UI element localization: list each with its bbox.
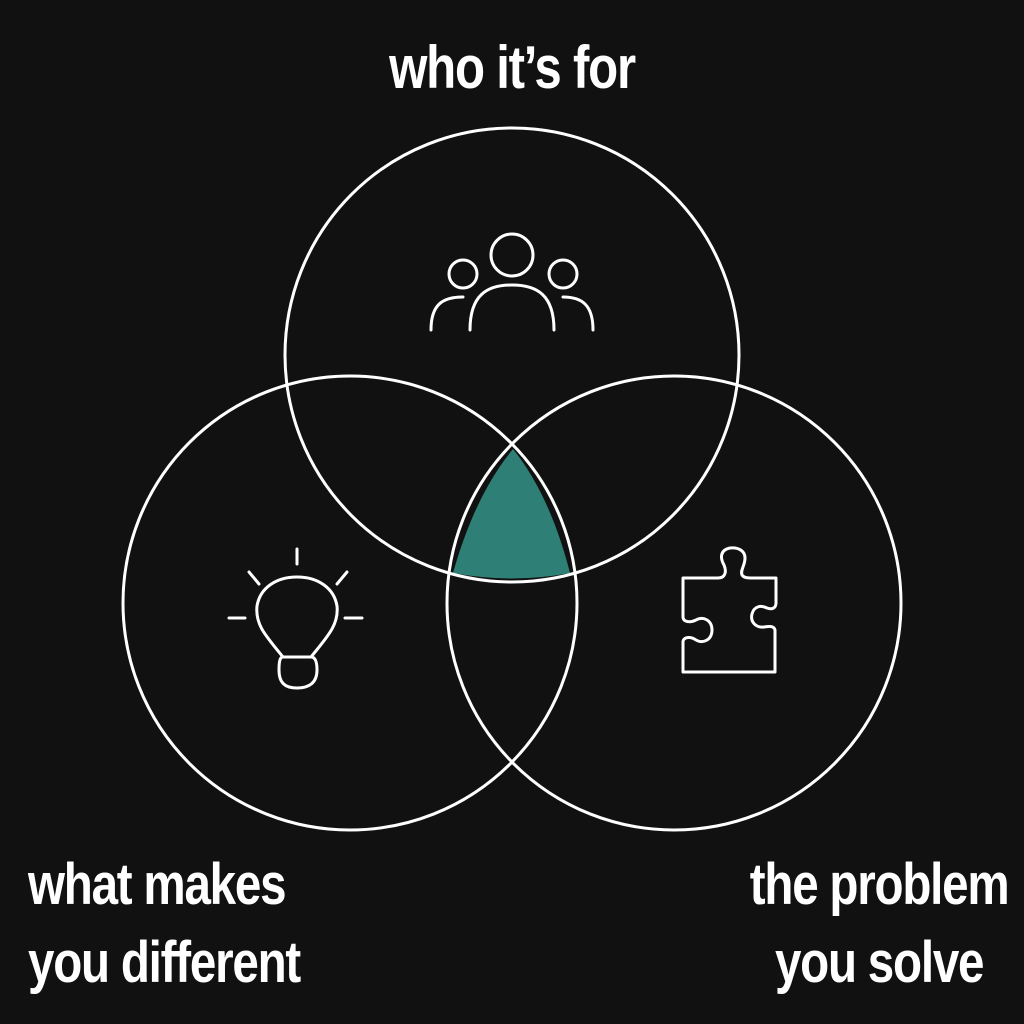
people-group-icon — [429, 232, 595, 332]
circle-the-problem-you-solve — [445, 374, 903, 832]
center-intersection — [453, 449, 570, 579]
circle-what-makes-you-different — [121, 374, 579, 832]
circle-who-its-for — [283, 126, 741, 584]
label-right-line-2: you solve — [774, 930, 985, 995]
label-right-line-1: the problem — [749, 852, 1009, 917]
label-left-line-1: what makes — [28, 852, 287, 917]
puzzle-piece-icon — [681, 546, 778, 674]
lightbulb-icon — [227, 547, 364, 690]
label-who-its-for-text: who it’s for — [389, 34, 636, 101]
label-the-problem-you-solve: the problem you solve — [749, 846, 1009, 1002]
label-what-makes-you-different: what makes you different — [28, 846, 301, 1002]
label-who-its-for: who it’s for — [92, 30, 932, 106]
label-left-line-2: you different — [28, 930, 301, 995]
